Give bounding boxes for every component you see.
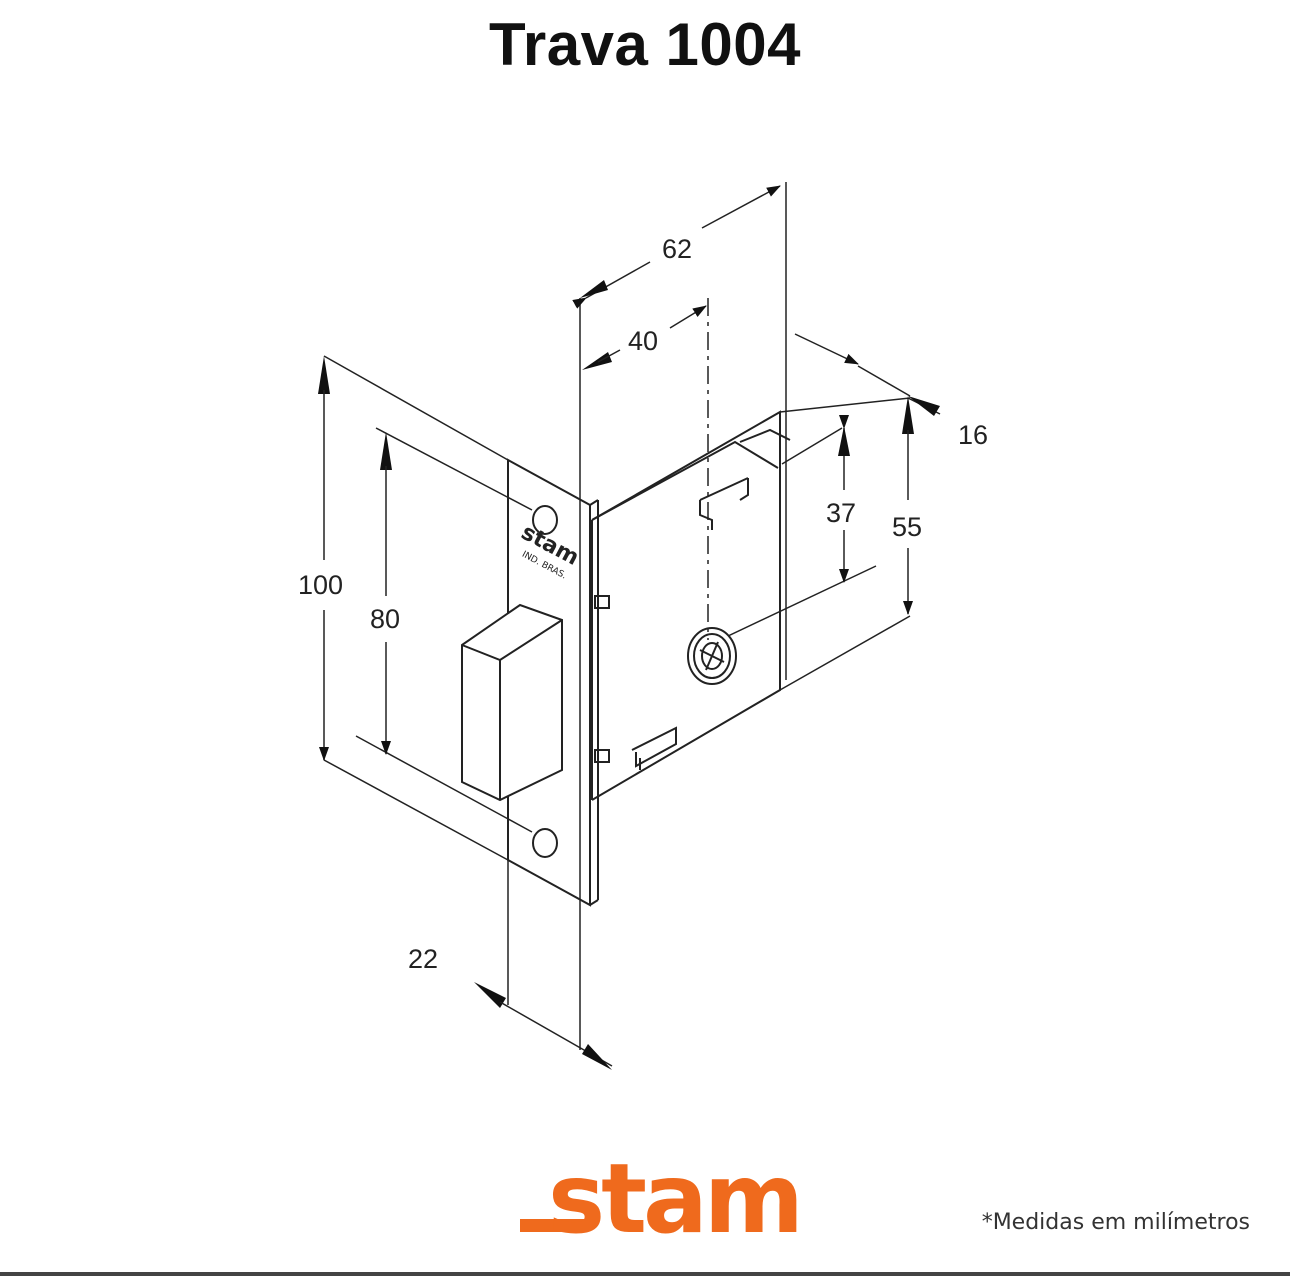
dim-100: 100 (298, 570, 343, 600)
dim-16: 16 (958, 420, 988, 450)
screw-hole-top (532, 505, 558, 535)
dimension-lines (318, 182, 941, 1070)
latch-bolt (461, 603, 563, 802)
dim-40: 40 (628, 326, 658, 356)
screw-hole-bottom (532, 828, 558, 858)
logo-text: stam (548, 1143, 800, 1255)
dimension-labels: 62 40 16 37 55 100 80 22 (298, 234, 988, 974)
lock-body (591, 410, 791, 801)
dim-37: 37 (826, 498, 856, 528)
dim-55: 55 (892, 512, 922, 542)
units-note: *Medidas em milímetros (981, 1210, 1250, 1235)
stam-logo: stam (520, 1143, 804, 1255)
dim-62: 62 (662, 234, 692, 264)
dim-22: 22 (408, 944, 438, 974)
dim-80: 80 (370, 604, 400, 634)
page-title: Trava 1004 (489, 11, 801, 78)
bottom-divider (0, 1272, 1290, 1276)
screw-icon (687, 627, 737, 685)
